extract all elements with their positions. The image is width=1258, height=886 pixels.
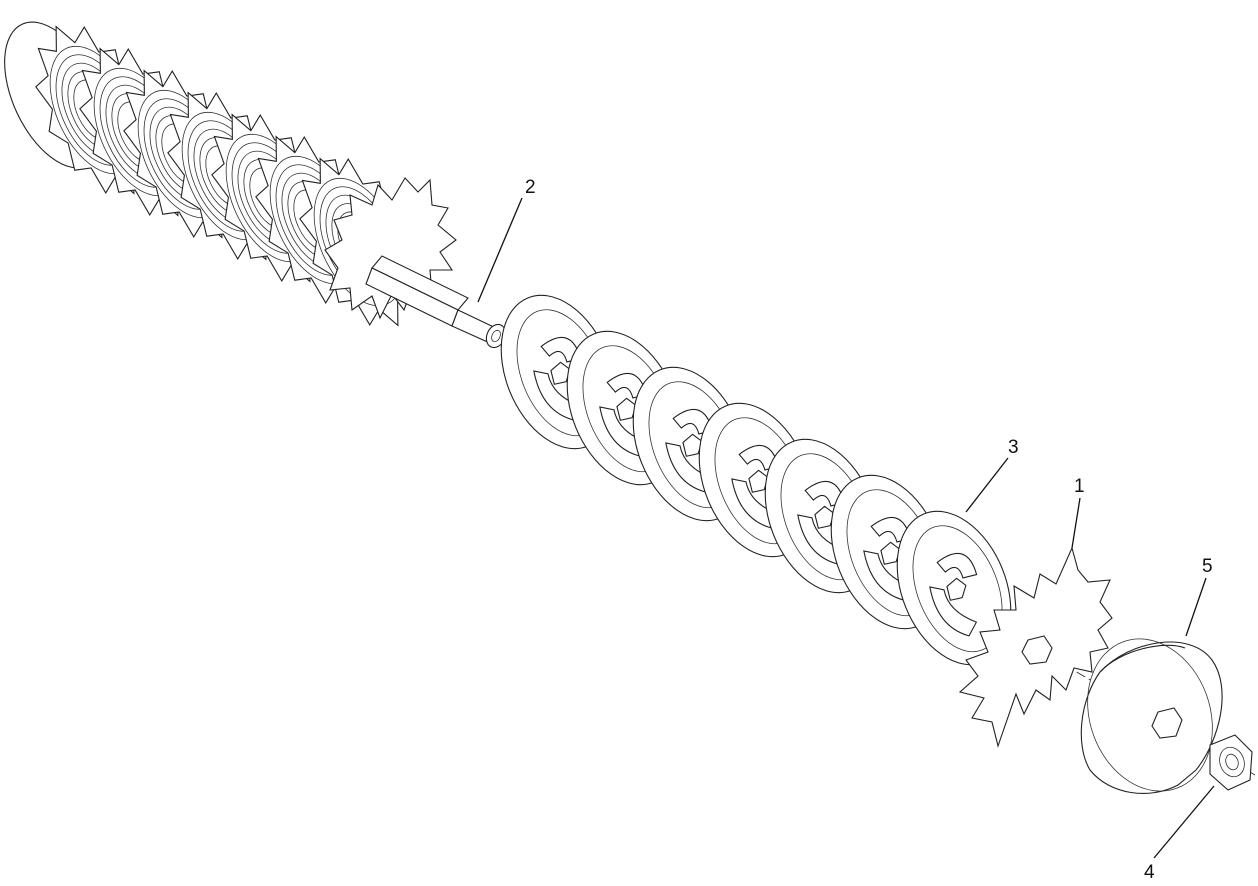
- leader-line-2: [477, 197, 523, 303]
- leader-line-3: [965, 457, 1009, 513]
- callout-4: 4: [1144, 862, 1155, 883]
- callout-3: 3: [1008, 437, 1019, 458]
- spiked-disc: [958, 546, 1113, 748]
- hex-hole: [1021, 635, 1053, 665]
- callout-1: 1: [1074, 476, 1085, 497]
- shaft: [365, 255, 507, 349]
- hex-nut: [1209, 734, 1253, 791]
- spacer-disc: [896, 510, 1012, 666]
- spacer-disc-stack: [500, 294, 1012, 666]
- callout-2: 2: [525, 177, 536, 198]
- leader-line-5: [1185, 577, 1207, 637]
- callout-5: 5: [1202, 556, 1213, 577]
- end-wheel: [1080, 638, 1223, 794]
- leader-line-1: [1071, 497, 1081, 549]
- leader-line-4: [1153, 785, 1215, 859]
- assembled-roller: [4, 21, 507, 349]
- wheel-hex-hole: [1151, 707, 1183, 739]
